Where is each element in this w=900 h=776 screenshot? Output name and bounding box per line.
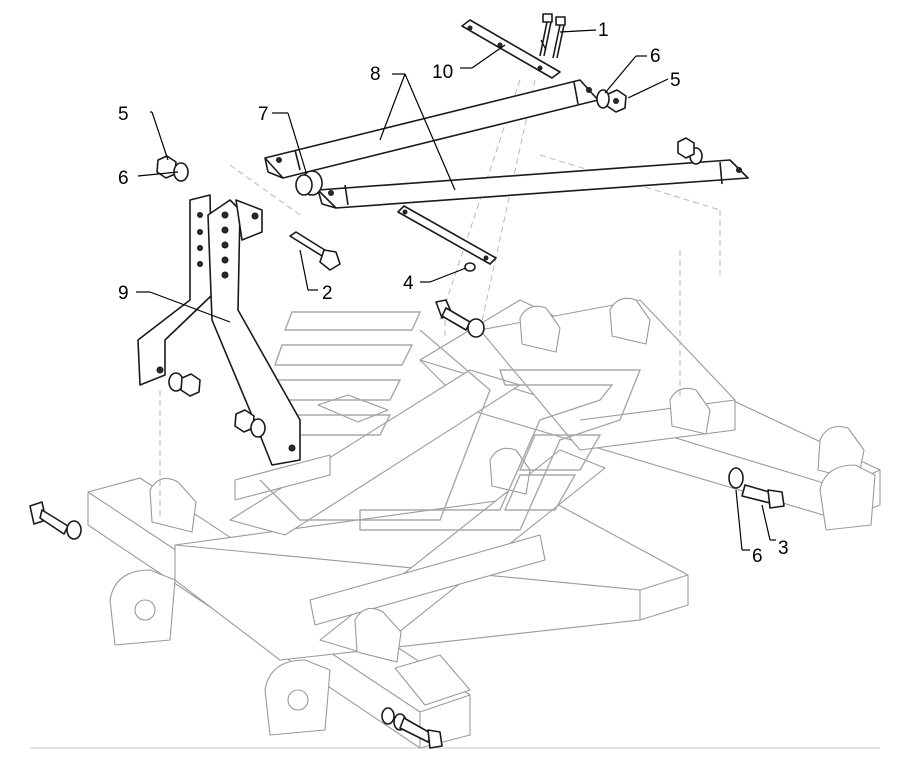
bolt-lower-center (381, 707, 443, 749)
part-3-bolt (741, 484, 785, 509)
bolt-lower-left (29, 501, 82, 540)
bolt-center (435, 299, 485, 338)
callout-5-right: 5 (670, 70, 681, 91)
part-1-bolts (539, 13, 566, 59)
part-6-washer-right (728, 467, 744, 489)
part-5-nut-top-right (606, 89, 627, 113)
callout-8: 8 (370, 64, 381, 85)
bracket-fasteners (168, 372, 266, 438)
callout-6-top-right: 6 (650, 46, 661, 67)
callout-labels: 1 2 3 4 5 5 6 6 6 7 8 9 10 (118, 20, 789, 567)
callout-9: 9 (118, 283, 129, 304)
leader-lines (136, 29, 776, 551)
frame-assembly (87, 297, 881, 749)
part-9-bracket (137, 194, 301, 466)
callout-4: 4 (403, 273, 414, 294)
part-10-plate (461, 19, 561, 79)
callout-10: 10 (432, 62, 453, 83)
watermark-logo (254, 311, 642, 531)
callout-1: 1 (598, 20, 609, 41)
callout-6-bottom-right: 6 (752, 546, 763, 567)
callout-7: 7 (258, 104, 269, 125)
part-8-arm-lower (317, 159, 749, 209)
part-5-nut-left (156, 155, 189, 182)
part-6-washer-arm-right (677, 137, 703, 165)
part-2-bolt (289, 231, 341, 271)
lower-plate (397, 205, 497, 265)
part-8-arm-upper (264, 79, 599, 179)
callout-5-left: 5 (118, 104, 129, 125)
callout-6-left: 6 (118, 168, 129, 189)
callout-2: 2 (322, 283, 333, 304)
callout-3: 3 (778, 538, 789, 559)
part-4-nut (464, 262, 476, 272)
part-6-washer-top-right (596, 89, 610, 109)
part-7-spacer (295, 170, 323, 196)
